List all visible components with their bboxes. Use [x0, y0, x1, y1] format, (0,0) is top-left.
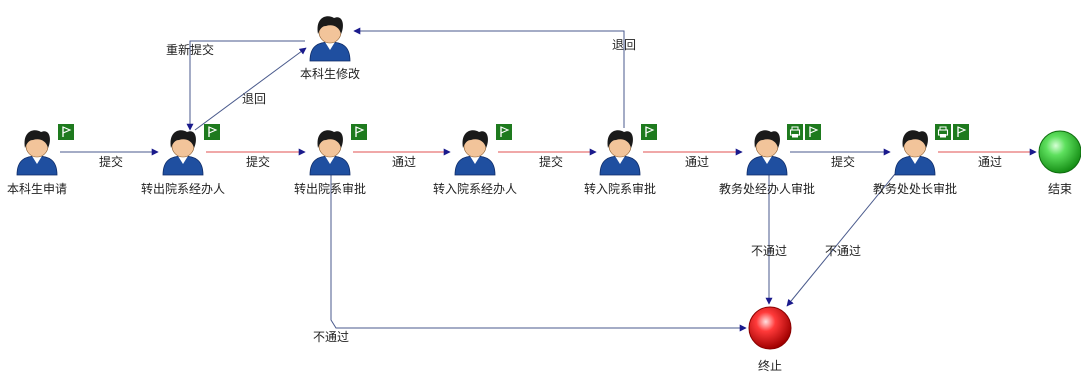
- edge-label: 重新提交: [166, 42, 214, 57]
- node-n1[interactable]: 本科生申请: [7, 124, 74, 196]
- node-n6[interactable]: 教务处经办人审批: [719, 124, 821, 196]
- node-label: 终止: [758, 358, 782, 373]
- person-hair: [607, 130, 633, 148]
- node-n4[interactable]: 转入院系经办人: [433, 124, 517, 196]
- shirt-collar: [470, 156, 480, 164]
- edge-label: 提交: [831, 154, 855, 169]
- edge-label: 退回: [242, 92, 266, 106]
- shirt-collar: [615, 156, 625, 164]
- shirt-collar: [325, 42, 335, 50]
- node-n2[interactable]: 转出院系经办人: [141, 124, 225, 196]
- edge-label: 通过: [685, 155, 709, 169]
- edge-n5-n9: [353, 27, 625, 128]
- node-n9[interactable]: 本科生修改: [300, 16, 360, 81]
- end-fail-circle: [748, 306, 792, 350]
- edge-n9-n2: [186, 40, 305, 131]
- end-success-circle: [1038, 130, 1081, 174]
- edge-n3-n10: [330, 174, 747, 332]
- edge-label: 不通过: [825, 244, 861, 258]
- edge-label: 通过: [392, 155, 416, 169]
- edge-label: 通过: [978, 155, 1002, 169]
- node-label: 转出院系审批: [294, 181, 366, 196]
- node-n8[interactable]: 结束: [1038, 130, 1081, 196]
- person-hair: [24, 130, 50, 148]
- shirt-collar: [325, 156, 335, 164]
- edge-label: 提交: [99, 154, 123, 169]
- edge-label: 退回: [612, 38, 636, 52]
- flag-icon[interactable]: [58, 124, 74, 140]
- person-hair: [317, 130, 343, 148]
- person-hair: [902, 130, 928, 148]
- node-label: 转出院系经办人: [141, 181, 225, 196]
- printer-icon[interactable]: [935, 124, 951, 140]
- node-label: 教务处处长审批: [873, 181, 957, 196]
- person-hair: [462, 130, 488, 148]
- node-label: 教务处经办人审批: [719, 181, 815, 196]
- node-label: 转入院系经办人: [433, 181, 517, 196]
- person-hair: [170, 130, 196, 148]
- edge-label: 提交: [539, 154, 563, 169]
- shirt-collar: [32, 156, 42, 164]
- flag-icon[interactable]: [204, 124, 220, 140]
- flag-icon[interactable]: [805, 124, 821, 140]
- shirt-collar: [910, 156, 920, 164]
- flag-icon[interactable]: [496, 124, 512, 140]
- node-label: 本科生修改: [300, 66, 360, 81]
- shirt-collar: [762, 156, 772, 164]
- edge-n2-n9: [194, 47, 307, 131]
- edge-label: 提交: [246, 154, 270, 169]
- node-label: 本科生申请: [7, 182, 67, 196]
- printer-icon[interactable]: [787, 124, 803, 140]
- edge-label: 不通过: [751, 244, 787, 258]
- shirt-collar: [178, 156, 188, 164]
- person-hair: [317, 16, 343, 34]
- node-n3[interactable]: 转出院系审批: [294, 124, 367, 196]
- node-label: 结束: [1048, 182, 1072, 196]
- node-n7[interactable]: 教务处处长审批: [873, 124, 969, 196]
- edge-label: 不通过: [313, 330, 349, 344]
- edge-n7-n10: [786, 173, 896, 307]
- node-n5[interactable]: 转入院系审批: [584, 124, 657, 196]
- flag-icon[interactable]: [953, 124, 969, 140]
- node-label: 转入院系审批: [584, 181, 656, 196]
- node-n10[interactable]: 终止: [748, 306, 792, 373]
- flag-icon[interactable]: [351, 124, 367, 140]
- flag-icon[interactable]: [641, 124, 657, 140]
- person-hair: [754, 130, 780, 148]
